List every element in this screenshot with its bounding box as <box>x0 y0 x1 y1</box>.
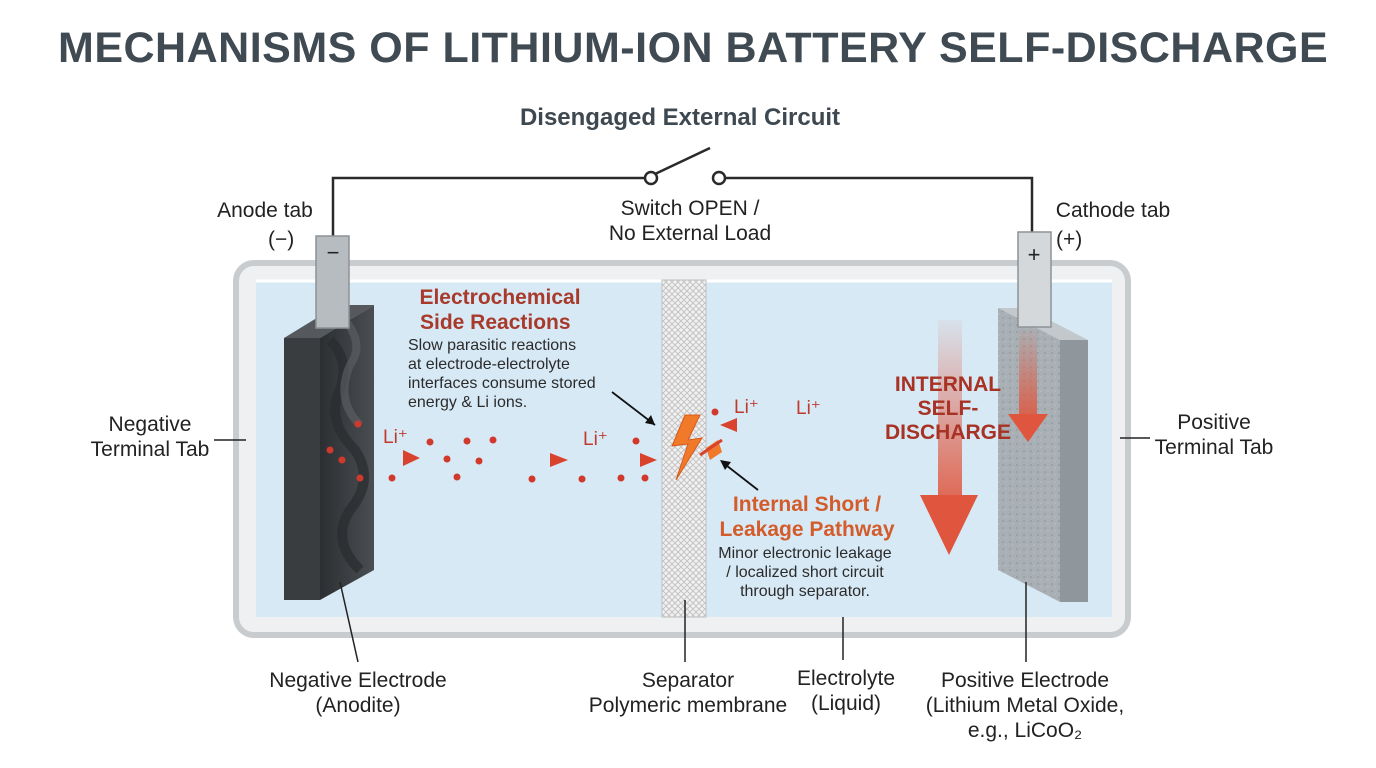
li-ion-label: Li⁺ <box>734 397 759 418</box>
switch-contact-right <box>711 170 727 186</box>
switch-label: Switch OPEN / No External Load <box>608 197 772 245</box>
discharge-arrow-icon <box>920 495 978 555</box>
positive-terminal-label: Positive Terminal Tab <box>1154 411 1274 459</box>
ion-arrow-icon <box>350 418 885 467</box>
external-circuit-wire <box>331 176 1034 238</box>
li-ion-label: Li⁺ <box>583 429 608 450</box>
switch-open-icon <box>654 146 711 176</box>
negative-electrode-label: Negative Electrode (Anodite) <box>269 669 447 717</box>
positive-electrode <box>998 308 1088 602</box>
separator-label: Separator Polymeric membrane <box>588 669 788 717</box>
side-reactions-desc: Slow parasitic reactions at electrode-el… <box>408 337 596 411</box>
side-reactions-callout: Electrochemical Side Reactions <box>419 286 581 334</box>
li-ion-label: Li⁺ <box>383 427 408 448</box>
switch-contact-left <box>643 170 659 186</box>
cathode-tab <box>1017 231 1052 328</box>
lithium-ions <box>326 408 719 483</box>
internal-short-callout: Internal Short / Leakage Pathway <box>719 493 895 541</box>
internal-short-desc: Minor electronic leakage / localized sho… <box>718 545 892 600</box>
discharge-arrow-small <box>1008 414 1048 442</box>
internal-self-discharge-label: INTERNAL SELF- DISCHARGE <box>884 373 1011 444</box>
negative-electrode <box>284 305 374 600</box>
lightning-spark-icon <box>671 414 723 481</box>
circuit-heading: Disengaged External Circuit <box>519 104 841 131</box>
cathode-tab-label: Cathode tab (+) <box>1055 199 1171 251</box>
negative-terminal-label: Negative Terminal Tab <box>90 413 210 461</box>
page-title: MECHANISMS OF LITHIUM-ION BATTERY SELF-D… <box>58 24 1329 72</box>
anode-tab-symbol: − <box>327 240 340 265</box>
positive-electrode-label: Positive Electrode (Lithium Metal Oxide,… <box>925 669 1125 742</box>
li-ion-label: Li⁺ <box>796 398 821 419</box>
electrolyte-label: Electrolyte (Liquid) <box>796 667 896 715</box>
separator-membrane <box>661 279 707 618</box>
anode-tab-label: Anode tab (−) <box>217 199 313 251</box>
cathode-tab-symbol: + <box>1028 242 1041 267</box>
anode-tab <box>315 235 350 329</box>
